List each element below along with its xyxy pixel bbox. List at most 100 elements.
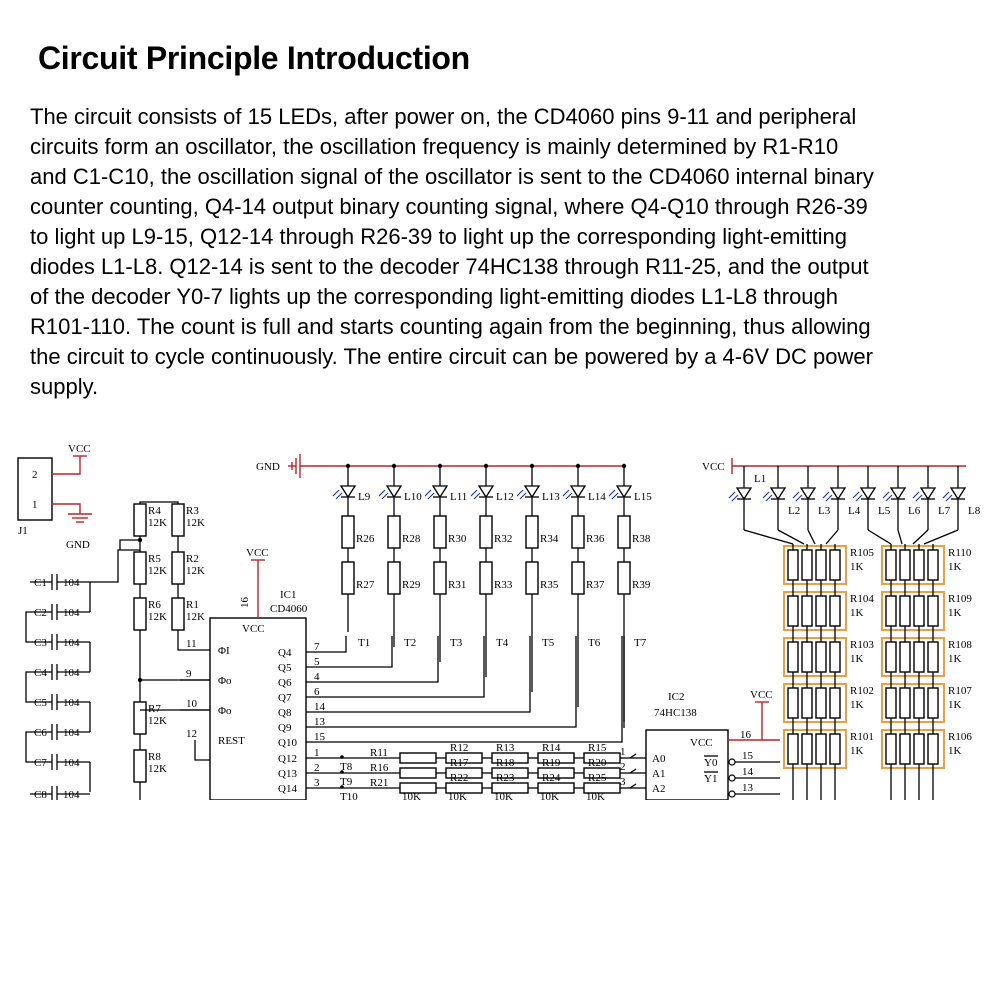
resistor-array-frame — [783, 683, 847, 723]
led-arrow — [424, 489, 432, 497]
resistor-array-element — [815, 595, 827, 627]
ic2-pin-num: 3 — [620, 776, 626, 788]
led-arrow — [608, 489, 616, 497]
resistor-array-element — [787, 641, 799, 673]
intro-paragraph: The circuit consists of 15 LEDs, after p… — [30, 102, 975, 402]
led-label: L8 — [968, 505, 981, 517]
resistor-r1 — [171, 597, 185, 631]
ic1-pin-label: REST — [218, 735, 245, 747]
led-arrow — [470, 489, 478, 497]
resistor-array-element — [913, 549, 925, 581]
resistor-name: R34 — [540, 533, 559, 545]
vcc-label: VCC — [750, 689, 773, 701]
resistor-value: 1K — [948, 607, 962, 619]
resistor-name: R11 — [370, 747, 388, 759]
resistor-name: R17 — [450, 757, 469, 769]
led-label: L4 — [848, 505, 861, 517]
resistor-array-element — [829, 549, 841, 581]
resistor-name: R36 — [586, 533, 605, 545]
resistor-array-element — [885, 733, 897, 765]
connector-j1 — [17, 457, 53, 521]
resistor-r38 — [617, 515, 631, 549]
led-arrow — [519, 492, 527, 500]
ic1-pin-num: 3 — [314, 777, 320, 789]
testpoint-label: T1 — [358, 637, 370, 649]
resistor-name: R109 — [948, 593, 972, 605]
led-label: L10 — [404, 491, 422, 503]
ic1-pin-label: Q10 — [278, 737, 297, 749]
wire-q-to-led — [338, 636, 439, 683]
resistor-r8 — [133, 749, 147, 783]
wire-led-array — [743, 529, 794, 545]
resistor-r26 — [341, 515, 355, 549]
resistor-array-element — [815, 641, 827, 673]
resistor-value: 12K — [186, 517, 205, 529]
resistor-name: R29 — [402, 579, 421, 591]
ic1-pin-num: 14 — [314, 701, 326, 713]
resistor-name: R23 — [496, 772, 515, 784]
resistor-name: R102 — [850, 685, 874, 697]
resistor-array-element — [927, 687, 939, 719]
led-arrow — [728, 491, 736, 499]
intro-line: diodes L1-L8. Q12-14 is sent to the deco… — [30, 254, 869, 279]
resistor-r7 — [133, 701, 147, 735]
wire-q-to-led — [338, 636, 531, 713]
testpoint-label: T2 — [404, 637, 416, 649]
ic1-pin-num: 1 — [314, 747, 320, 759]
resistor-name: R12 — [450, 742, 468, 754]
resistor-name: R37 — [586, 579, 605, 591]
led-triangle — [615, 485, 633, 499]
ic2-pin-num: 16 — [740, 729, 752, 741]
resistor-name: R5 — [148, 553, 161, 565]
led-arrow — [381, 492, 389, 500]
ic1-pin-label: Φo — [218, 705, 232, 717]
resistor-name: R26 — [356, 533, 375, 545]
wire-q-to-led — [338, 636, 485, 698]
resistor-array-element — [913, 595, 925, 627]
junction-dot — [137, 677, 143, 683]
resistor-name: R6 — [148, 599, 161, 611]
ic1-pin-num: 2 — [314, 762, 320, 774]
resistor-array-element — [787, 687, 799, 719]
ic2-pin-num: 2 — [620, 761, 626, 773]
led-arrow — [825, 494, 833, 502]
ic1-pin-num: 15 — [314, 731, 326, 743]
led-l2-icon — [762, 487, 787, 502]
ic1-pin-num: 12 — [186, 728, 197, 740]
resistor-value: 12K — [186, 565, 205, 577]
resistor-array-element — [913, 733, 925, 765]
wire-arrow — [629, 753, 637, 759]
ic1-pin-label: Q13 — [278, 768, 297, 780]
resistor-array-frame — [783, 729, 847, 769]
led-arrow — [822, 491, 830, 499]
resistor-name: R2 — [186, 553, 199, 565]
led-label: L12 — [496, 491, 514, 503]
ic2-pin-num: 1 — [620, 746, 626, 758]
led-arrow — [915, 494, 923, 502]
inverter-bubble — [728, 758, 736, 766]
resistor-array-element — [801, 549, 813, 581]
resistor-array-element — [815, 733, 827, 765]
resistor-array-element — [899, 641, 911, 673]
resistor-r32 — [479, 515, 493, 549]
testpoint-label: T3 — [450, 637, 463, 649]
led-arrow — [611, 492, 619, 500]
resistor-array-frame — [881, 591, 945, 631]
led-l6-icon — [882, 487, 907, 502]
led-label: L11 — [450, 491, 467, 503]
ic1-pin-num: 6 — [314, 686, 320, 698]
led-arrow — [516, 489, 524, 497]
connector-label: J1 — [18, 525, 28, 537]
led-arrow — [731, 494, 739, 502]
ic1-pin-label: Φo — [218, 675, 232, 687]
led-triangle — [889, 487, 907, 501]
ic1-vcc-label: VCC — [242, 623, 265, 635]
resistor-value: 1K — [850, 699, 864, 711]
resistor-name: R13 — [496, 742, 515, 754]
gnd-label: GND — [66, 539, 90, 551]
led-arrow — [792, 491, 800, 499]
wire-vcc-j1 — [52, 470, 81, 475]
led-arrow — [795, 494, 803, 502]
page-title: Circuit Principle Introduction — [38, 40, 470, 76]
intro-line: and C1-C10, the oscillation signal of th… — [30, 164, 874, 189]
